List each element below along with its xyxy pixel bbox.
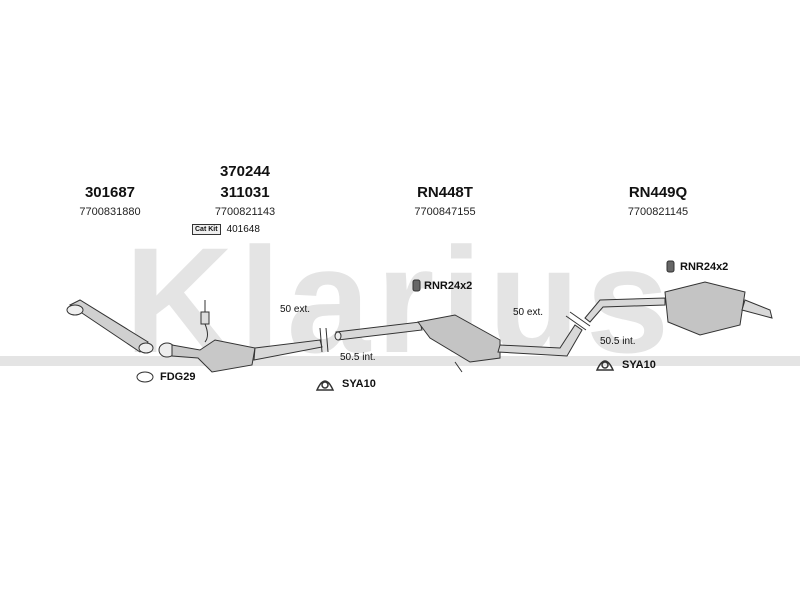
rear-silencer [584, 281, 773, 336]
rubber-hanger-label: RNR24x2 [424, 280, 473, 292]
clamp-icon [595, 360, 615, 371]
cat-kit-number: 401648 [226, 224, 260, 235]
oem-number: 7700821145 [627, 206, 689, 218]
dimension-ext: 50 ext. [280, 304, 311, 315]
clamp-label: SYA10 [622, 359, 656, 371]
part-number: 311031 [220, 184, 270, 201]
rubber-hanger-icon [412, 279, 421, 292]
dimension-int: 50.5 int. [600, 336, 636, 347]
gasket-label: FDG29 [160, 371, 196, 383]
oem-number: 7700847155 [414, 206, 476, 218]
rubber-hanger-label: RNR24x2 [680, 261, 729, 273]
clamp-icon [315, 380, 335, 391]
oem-number: 7700821143 [214, 206, 276, 218]
gasket-icon [136, 371, 154, 383]
part-number: RN448T [417, 184, 473, 201]
joint-1 [319, 327, 329, 353]
lambda-sensor-icon [200, 300, 210, 343]
clamp-label: SYA10 [342, 378, 376, 390]
part-number: 370244 [219, 163, 271, 180]
part-number: 301687 [84, 184, 136, 201]
front-pipe [66, 299, 154, 354]
joint-2 [565, 311, 591, 331]
part-number: RN449Q [628, 184, 688, 201]
dimension-ext: 50 ext. [513, 307, 544, 318]
cat-kit-badge: Cat Kit [192, 224, 221, 235]
oem-number: 7700831880 [79, 206, 141, 218]
cat-kit: Cat Kit 401648 [192, 224, 260, 235]
centre-silencer [334, 314, 583, 373]
rubber-hanger-icon [666, 260, 675, 273]
dimension-int: 50.5 int. [340, 352, 376, 363]
